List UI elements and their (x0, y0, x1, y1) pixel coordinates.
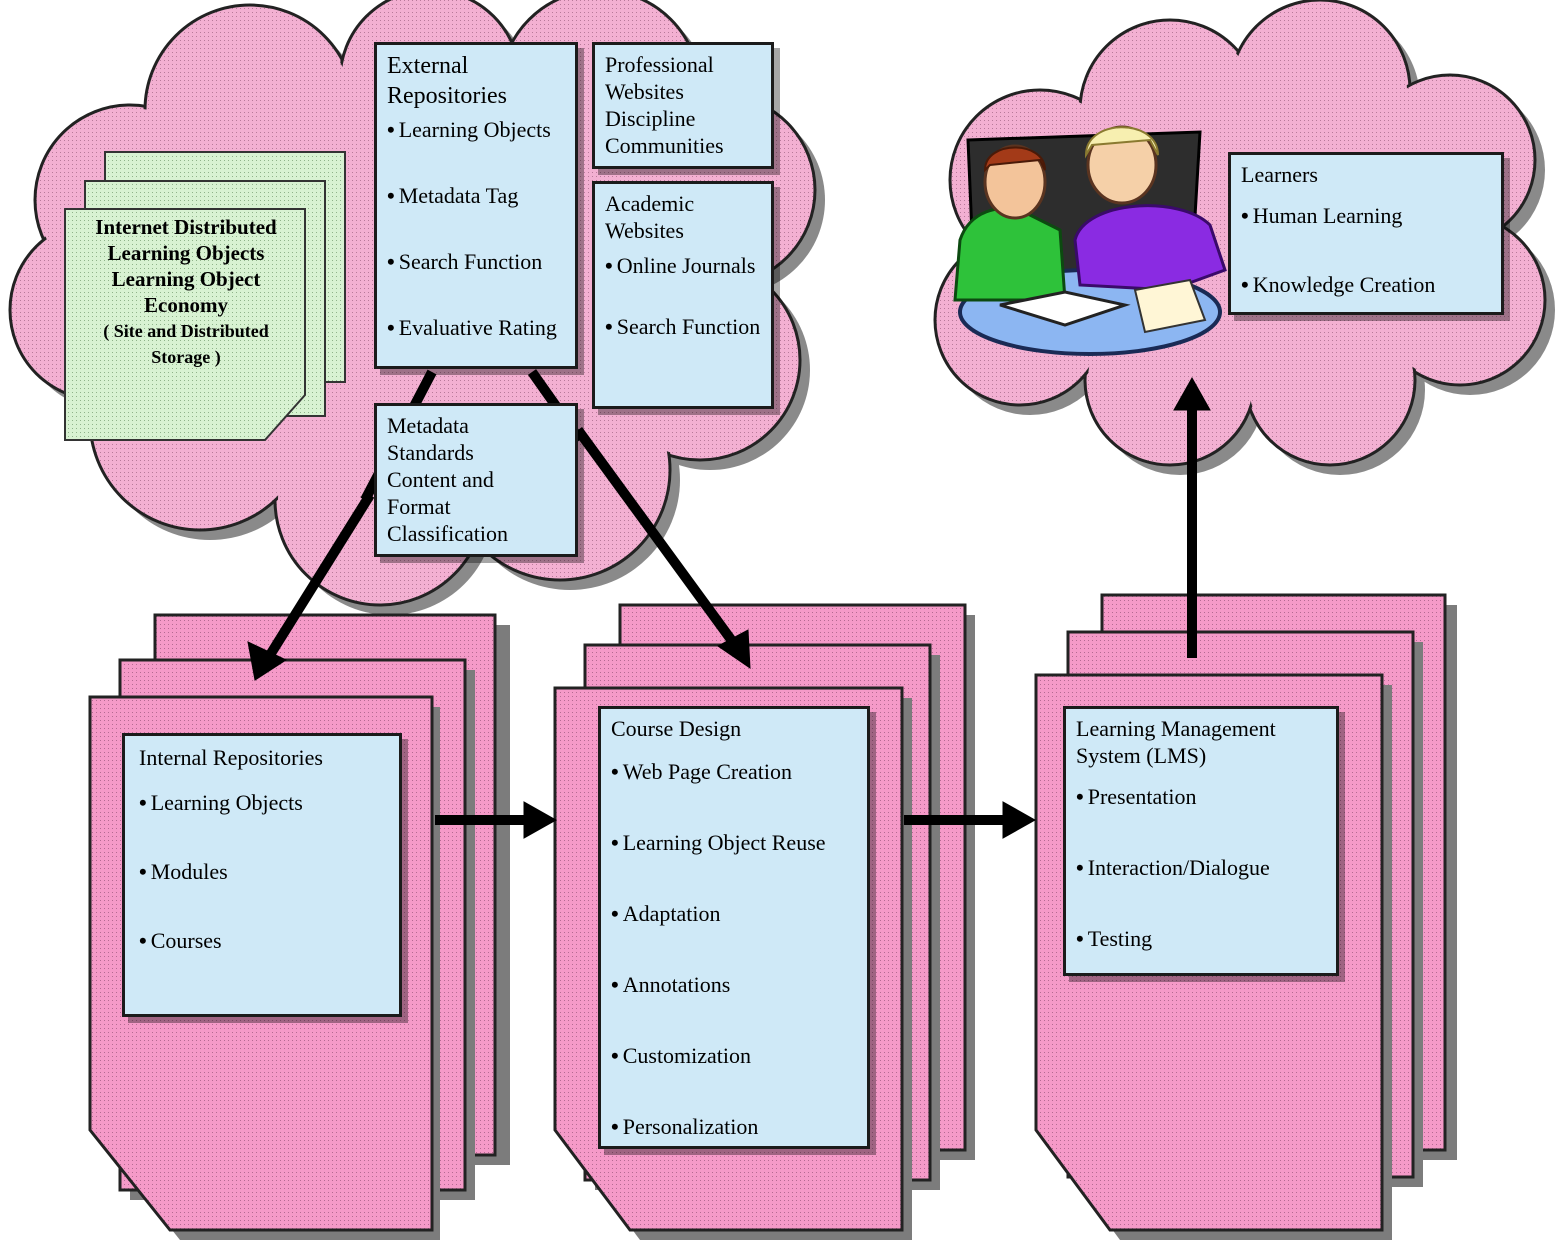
learners-clipart (953, 125, 1227, 356)
metadata-standards-line: Standards (387, 440, 474, 465)
external-repositories-title: Repositories (387, 83, 507, 109)
internet-note: Internet Distributed Learning Objects Le… (75, 214, 297, 370)
course-design-item: Customization (611, 1042, 857, 1069)
lms-item: Testing (1076, 925, 1326, 952)
metadata-standards-line: Content and (387, 467, 494, 492)
learners-box: Learners Human Learning Knowledge Creati… (1228, 152, 1504, 315)
external-repositories-box: External Repositories Learning Objects M… (374, 42, 578, 369)
internet-note-line: Economy (144, 293, 228, 317)
lms-item: Presentation (1076, 783, 1326, 810)
internet-notes-stack (64, 151, 346, 441)
learners-item: Human Learning (1241, 202, 1491, 229)
academic-websites-box: Academic Websites Online Journals Search… (592, 181, 774, 409)
course-design-item: Personalization (611, 1113, 857, 1140)
professional-websites-box: Professional Websites Discipline Communi… (592, 42, 774, 169)
learners-item: Knowledge Creation (1241, 271, 1491, 298)
lms-title: System (LMS) (1076, 743, 1207, 768)
professional-websites-line: Professional (605, 52, 714, 77)
lms-title: Learning Management (1076, 716, 1276, 741)
arrow-lms-to-learners-head (1173, 376, 1211, 411)
arrow-internal-to-course-head (523, 801, 558, 839)
internal-repositories-title: Internal Repositories (139, 745, 323, 770)
course-design-box: Course Design Web Page Creation Learning… (598, 706, 870, 1149)
academic-websites-title: Websites (605, 218, 684, 243)
course-design-item: Adaptation (611, 900, 857, 927)
internal-repositories-item: Courses (139, 927, 385, 954)
lms-box: Learning Management System (LMS) Present… (1063, 706, 1339, 976)
external-repositories-item: Learning Objects (387, 115, 565, 145)
course-design-title: Course Design (611, 716, 742, 741)
internal-repositories-item: Learning Objects (139, 789, 385, 816)
arrow-to-course-line (573, 427, 740, 648)
arrow-to-course-head (717, 629, 751, 669)
internet-note-line: Learning Object (111, 267, 261, 291)
metadata-standards-line: Metadata (387, 413, 469, 438)
learners-title: Learners (1241, 162, 1318, 187)
course-design-item: Web Page Creation (611, 758, 857, 785)
academic-websites-item: Search Function (605, 313, 761, 340)
internet-note-line: ( Site and Distributed (103, 321, 269, 341)
internet-note-line: Learning Objects (107, 241, 265, 265)
academic-websites-item: Online Journals (605, 252, 761, 279)
external-repositories-item: Metadata Tag (387, 181, 565, 211)
arrow-to-internal-head (247, 641, 288, 681)
course-design-item: Annotations (611, 971, 857, 998)
course-design-item: Learning Object Reuse (611, 829, 857, 856)
internal-repositories-box: Internal Repositories Learning Objects M… (122, 733, 402, 1017)
professional-websites-line: Websites (605, 79, 684, 104)
external-repositories-title: External (387, 53, 469, 79)
internet-note-line: Storage ) (151, 347, 221, 367)
arrow-to-internal-line (265, 492, 375, 658)
arrow-course-to-lms-head (1002, 801, 1037, 839)
professional-websites-line: Communities (605, 133, 724, 158)
metadata-standards-line: Format (387, 494, 451, 519)
professional-websites-line: Discipline (605, 106, 696, 131)
internet-note-line: Internet Distributed (95, 215, 277, 239)
internal-repositories-item: Modules (139, 858, 385, 885)
metadata-standards-box: Metadata Standards Content and Format Cl… (374, 403, 578, 557)
metadata-standards-line: Classification (387, 521, 508, 546)
academic-websites-title: Academic (605, 191, 695, 216)
lms-item: Interaction/Dialogue (1076, 854, 1326, 881)
external-repositories-item: Evaluative Rating (387, 313, 565, 343)
external-repositories-item: Search Function (387, 247, 565, 277)
